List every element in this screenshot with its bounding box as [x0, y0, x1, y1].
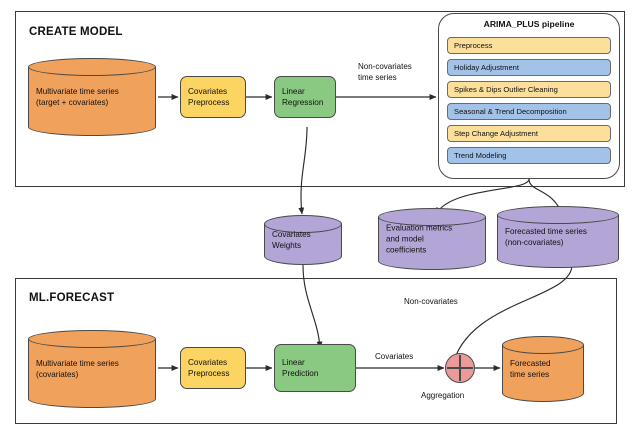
label-line-1: Covariates: [188, 358, 228, 367]
step-label: Seasonal & Trend Decomposition: [454, 107, 567, 116]
ml-forecast-input-label: Multivariate time series (covariates): [36, 358, 150, 380]
create-model-input-cylinder: Multivariate time series (target + covar…: [28, 58, 156, 136]
arima-plus-pipeline-container: ARIMA_PLUS pipeline Preprocess Holiday A…: [438, 13, 620, 179]
create-model-input-label: Multivariate time series (target + covar…: [36, 86, 150, 108]
box-label: Linear Prediction: [282, 357, 318, 379]
wire-covariates-weights-to-linear-prediction: [302, 264, 323, 349]
label-line-1: Multivariate time series: [36, 87, 119, 96]
forecasted-non-covariates-label: Forecasted time series (non-covariates): [505, 226, 613, 248]
label-line-1: Linear: [282, 358, 305, 367]
pipeline-step-step-change-adjustment[interactable]: Step Change Adjustment: [447, 125, 611, 142]
step-label: Preprocess: [454, 41, 493, 50]
cylinder-top: [502, 336, 584, 354]
cylinder-body: [28, 339, 156, 399]
label-line-2: Regression: [282, 98, 324, 107]
step-label: Trend Modeling: [454, 151, 507, 160]
label-line-2: Weights: [272, 241, 302, 250]
edge-label-covariates: Covariates: [375, 352, 413, 363]
pipeline-step-trend-modeling[interactable]: Trend Modeling: [447, 147, 611, 164]
box-label: Linear Regression: [282, 86, 323, 108]
create-model-panel-title: CREATE MODEL: [29, 26, 123, 38]
label-line-2: Prediction: [282, 369, 319, 378]
cylinder-top: [497, 206, 619, 224]
ml-forecast-input-cylinder: Multivariate time series (covariates): [28, 330, 156, 408]
cylinder-top: [28, 58, 156, 76]
step-label: Spikes & Dips Outlier Cleaning: [454, 85, 558, 94]
forecasted-non-covariates-cylinder: Forecasted time series (non-covariates): [497, 206, 619, 268]
box-label: Covariates Preprocess: [188, 86, 229, 108]
edge-label-non-covariates-forecast: Non-covariates: [404, 297, 458, 308]
label-line-1: Forecasted: [510, 359, 551, 368]
evaluation-metrics-cylinder: Evaluation metrics and model coefficient…: [378, 208, 486, 270]
label-line-2: (target + covariates): [36, 98, 109, 107]
cylinder-top: [378, 208, 486, 226]
label-line-1: Evaluation metrics: [386, 223, 453, 233]
label-line-2: Preprocess: [188, 369, 230, 378]
cylinder-body: [28, 67, 156, 127]
create-model-linear-regression-box: Linear Regression: [274, 76, 336, 118]
label-text: Covariates: [375, 352, 414, 361]
step-label: Step Change Adjustment: [454, 129, 539, 138]
ml-forecast-panel-title: ML.FORECAST: [29, 292, 115, 304]
covariates-weights-label: Covariates Weights: [272, 229, 336, 251]
label-line-2: and model: [386, 234, 424, 244]
step-label: Holiday Adjustment: [454, 63, 520, 72]
wire-pipeline-to-evaluation-metrics: [435, 178, 530, 215]
label-line-1: Covariates: [272, 230, 311, 239]
label-line-2: Preprocess: [188, 98, 230, 107]
pipeline-step-seasonal-trend-decomposition[interactable]: Seasonal & Trend Decomposition: [447, 103, 611, 120]
pipeline-step-spikes-dips-outlier-cleaning[interactable]: Spikes & Dips Outlier Cleaning: [447, 81, 611, 98]
pipeline-step-holiday-adjustment[interactable]: Holiday Adjustment: [447, 59, 611, 76]
cylinder-top: [264, 215, 342, 233]
covariates-weights-cylinder: Covariates Weights: [264, 215, 342, 265]
ml-forecast-output-cylinder: Forecasted time series: [502, 336, 584, 402]
label-line-1: Covariates: [188, 87, 228, 96]
pipeline-step-preprocess[interactable]: Preprocess: [447, 37, 611, 54]
ml-forecast-output-label: Forecasted time series: [510, 358, 578, 380]
create-model-covariates-preprocess-box: Covariates Preprocess: [180, 76, 246, 118]
label-line-2: (non-covariates): [505, 238, 564, 247]
box-label: Covariates Preprocess: [188, 357, 229, 379]
wire-forecasted-noncov-to-aggregation: [450, 264, 573, 369]
arima-plus-pipeline-title: ARIMA_PLUS pipeline: [483, 19, 575, 29]
ml-forecast-covariates-preprocess-box: Covariates Preprocess: [180, 347, 246, 389]
label-line-2: (covariates): [36, 370, 79, 379]
aggregation-label: Aggregation: [421, 391, 465, 400]
label-line-3: coefficients: [386, 245, 427, 255]
label-line-1: Forecasted time series: [505, 227, 587, 236]
label-line-1: Multivariate time series: [36, 359, 119, 368]
label-line-2: time series: [510, 370, 550, 379]
cylinder-top: [28, 330, 156, 348]
ml-forecast-linear-prediction-box: Linear Prediction: [274, 344, 356, 392]
aggregation-node: [445, 353, 475, 383]
evaluation-metrics-label: Evaluation metrics and model coefficient…: [386, 223, 480, 256]
label-text: Non-covariates: [404, 297, 458, 306]
wire-regression-to-covariates-weights: [298, 126, 308, 215]
label-line-1: Linear: [282, 87, 305, 96]
edge-label-non-covariates-time-series: Non-covariates time series: [358, 62, 412, 83]
label-line-2: time series: [358, 72, 397, 82]
label-line-1: Non-covariates: [358, 62, 412, 71]
